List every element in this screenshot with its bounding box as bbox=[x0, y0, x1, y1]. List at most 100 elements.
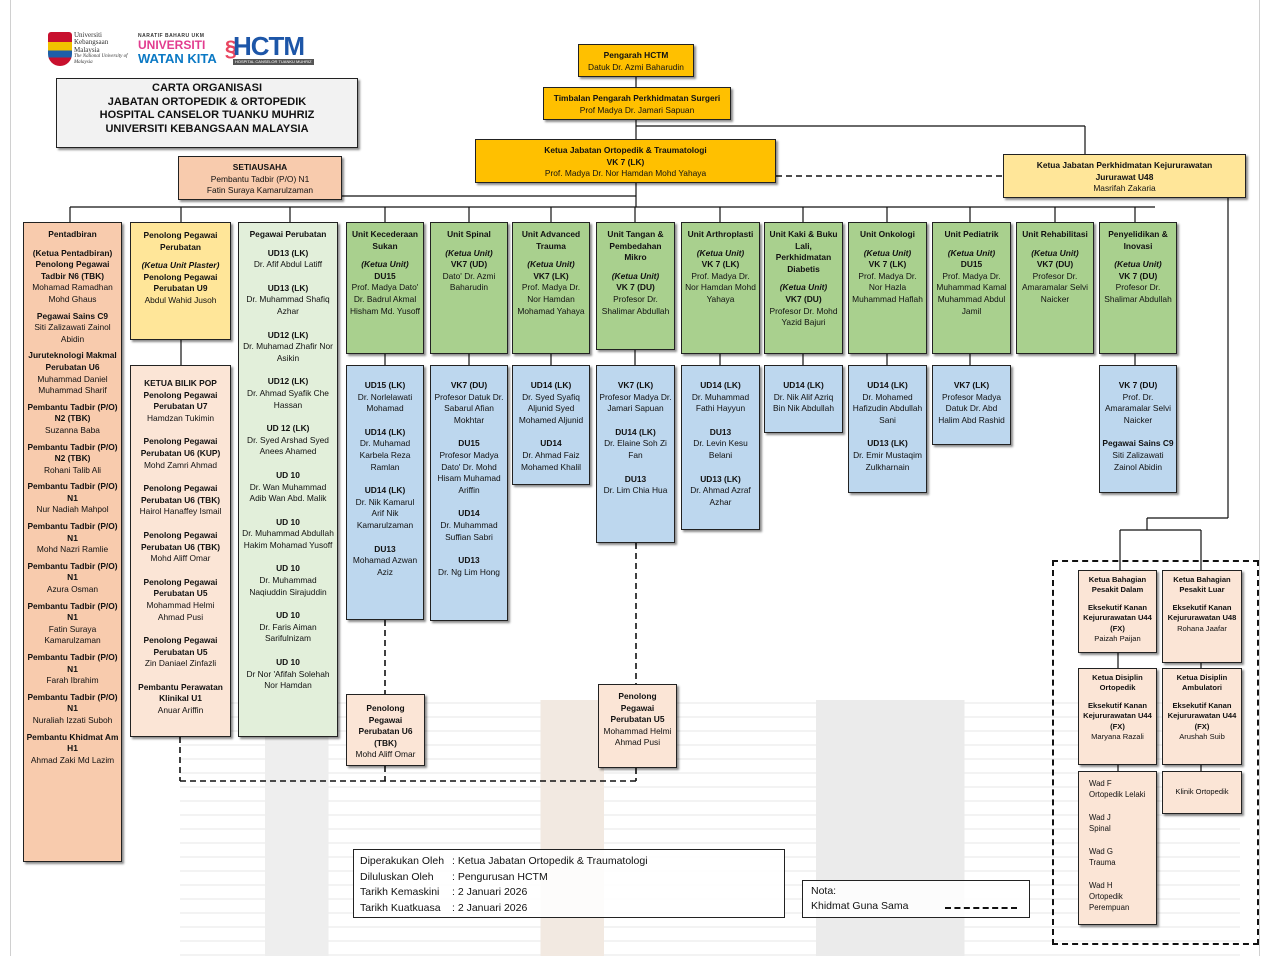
list-entry: UD 12 (LK)Dr. Syed Arshad Syed Anees Aha… bbox=[241, 423, 335, 458]
unit-head-grade: DU15 bbox=[960, 259, 983, 270]
dashed-line-legend-icon bbox=[945, 907, 1017, 909]
disiplin-ortopedik-name: Maryana Razali bbox=[1091, 732, 1144, 742]
entry-role: Pembantu Tadbir (P/O) N1 bbox=[27, 652, 118, 674]
entry-name: Dr. Muhammad Abdullah Hakim Mohamad Yuso… bbox=[242, 528, 334, 550]
entry-role: UD14 (LK) bbox=[364, 485, 406, 496]
footer-row: Tarikh Kuatkuasa: 2 Januari 2026 bbox=[360, 901, 778, 917]
list-entry: UD14 (LK)Dr. Nik Kamarul Arif Nik Kamaru… bbox=[349, 485, 421, 531]
entry-role: UD13 (LK) bbox=[267, 247, 309, 258]
unit-box: Unit Rehabilitasi(Ketua Unit)VK7 (DU)Pro… bbox=[1016, 222, 1094, 354]
unit-head-grade: VK 7 (DU) bbox=[1118, 270, 1158, 281]
pesakit-dalam-name: Paizah Paijan bbox=[1094, 634, 1141, 644]
approval-footer: Diperakukan Oleh: Ketua Jabatan Ortopedi… bbox=[353, 849, 785, 918]
unit-name: Unit Kaki & Buku Lali, Perkhidmatan Diab… bbox=[769, 229, 838, 274]
footer-key: Tarikh Kuatkuasa bbox=[360, 901, 441, 914]
unit-head-grade: VK7 (DU) bbox=[785, 293, 822, 304]
entry-role: UD13 (LK) bbox=[867, 438, 908, 449]
ukm-crest-icon bbox=[48, 32, 72, 66]
bilik-pop-list: KETUA BILIK POP Penolong Pegawai Perubat… bbox=[133, 378, 228, 717]
list-entry: KETUA BILIK POP Penolong Pegawai Perubat… bbox=[133, 378, 228, 424]
shared-service-role: Penolong Pegawai Perubatan U5 bbox=[610, 691, 665, 725]
entry-name: Profesor Madya Dr. Jamari Sapuan bbox=[599, 391, 672, 414]
unit-head-label: (Ketua Unit) bbox=[696, 247, 745, 258]
ukm-logo-line: Universiti bbox=[74, 30, 102, 39]
entry-role: DU13 bbox=[374, 543, 396, 554]
chart-title-line: UNIVERSITI KEBANGSAAN MALAYSIA bbox=[105, 122, 309, 135]
entry-name: Mohamad Azwan Aziz bbox=[352, 555, 418, 577]
unit-name: Unit Onkologi bbox=[860, 229, 915, 239]
setiausaha-title: SETIAUSAHA bbox=[232, 162, 288, 172]
unit-name: Unit Spinal bbox=[447, 229, 491, 239]
ukm-logo-tagline: The National University of Malaysia bbox=[74, 54, 128, 66]
header-logos: Universiti Kebangsaan Malaysia The Natio… bbox=[48, 28, 314, 70]
entry-name: Dr. Ahmad Syafik Che Hassan bbox=[247, 387, 329, 410]
pegawai-perubatan-box: Pegawai Perubatan UD13 (LK)Dr. Afif Abdu… bbox=[238, 222, 338, 737]
unit-members-box: VK 7 (DU)Prof. Dr. Amaramalar Selvi Naic… bbox=[1099, 365, 1177, 493]
kejururawatan-box: Ketua Jabatan Perkhidmatan Kejururawatan… bbox=[1003, 154, 1246, 198]
entry-role: Wad G bbox=[1089, 847, 1113, 856]
entry-name: Farah Ibrahim bbox=[46, 675, 99, 686]
list-entry: UD14 (LK)Dr. Nik Alif Azriq Bin Nik Abdu… bbox=[767, 380, 840, 415]
unit-head-name: Profesor Dr. Amaramalar Selvi Naicker bbox=[1021, 270, 1089, 304]
pengarah-box: Pengarah HCTM Datuk Dr. Azmi Baharudin bbox=[578, 44, 694, 77]
unit-box: Unit Onkologi(Ketua Unit)VK 7 (LK)Prof. … bbox=[848, 222, 927, 354]
klinik-box: Klinik Ortopedik bbox=[1162, 771, 1242, 814]
entry-name: Mohammad Helmi Ahmad Pusi bbox=[146, 599, 215, 622]
entry-role: Pembantu Khidmat Am H1 bbox=[26, 731, 119, 754]
entry-role: VK7 (LK) bbox=[953, 380, 990, 390]
unit-box: Unit Advanced Trauma(Ketua Unit)VK7 (LK)… bbox=[512, 222, 590, 354]
ppp-subtitle: (Ketua Unit Plaster) bbox=[141, 260, 220, 271]
unit-members-box: UD14 (LK)Dr. Syed Syafiq Aljunid Syed Mo… bbox=[512, 365, 590, 485]
entry-name: Dr. Lim Chia Hua bbox=[603, 485, 668, 496]
timbalan-title: Timbalan Pengarah Perkhidmatan Surgeri bbox=[553, 93, 721, 103]
ketua-jabatan-box: Ketua Jabatan Ortopedik & Traumatologi V… bbox=[475, 139, 776, 183]
unit-name: Unit Tangan & Pembedahan Mikro bbox=[607, 229, 664, 263]
footer-key: Diluluskan Oleh bbox=[360, 870, 434, 883]
unit-head-name: Prof. Madya Dato' Dr. Badrul Akmal Hisha… bbox=[350, 282, 420, 316]
entry-name: Dr. Wan Muhammad Adib Wan Abd. Malik bbox=[249, 481, 327, 504]
chart-title-line: CARTA ORGANISASI bbox=[152, 82, 262, 94]
entry-name: Dr. Muhammad Fathi Hayyun bbox=[691, 391, 750, 414]
entry-role: Pembantu Tadbir (P/O) N1 bbox=[27, 481, 118, 503]
ppp-title: Penolong Pegawai Perubatan bbox=[143, 230, 218, 252]
unit-members-box: UD14 (LK)Dr. Nik Alif Azriq Bin Nik Abdu… bbox=[764, 365, 843, 433]
entry-role: Pembantu Tadbir (P/O) N1 bbox=[27, 521, 118, 543]
watan-kita-line1: UNIVERSITI bbox=[138, 38, 206, 52]
entry-name: Siti Zalizawati Zainol Abidin bbox=[1112, 449, 1164, 472]
unit-head-name: Profesor Dr. Mohd Yazid Bajuri bbox=[769, 305, 838, 328]
entry-name: Dr. Mohamed Hafizudin Abdullah Sani bbox=[852, 391, 923, 425]
unit-head-grade: VK7 (DU) bbox=[1036, 259, 1074, 270]
timbalan-box: Timbalan Pengarah Perkhidmatan Surgeri P… bbox=[543, 87, 731, 120]
list-entry: Pembantu Tadbir (P/O) N2 (TBK)Rohani Tal… bbox=[26, 442, 119, 477]
chart-title-line: JABATAN ORTOPEDIK & ORTOPEDIK bbox=[107, 95, 307, 108]
entry-name: Suzanna Baba bbox=[45, 424, 100, 435]
entry-name: Dr. Muhammad Suffian Sabri bbox=[440, 519, 498, 542]
entry-name: Dr. Muhamad Zhafir Nor Asikin bbox=[243, 341, 333, 363]
shared-service-name: Mohd Aliff Omar bbox=[355, 749, 416, 760]
shared-service-box: Penolong Pegawai Perubatan U6 (TBK) Mohd… bbox=[346, 694, 425, 766]
ukm-logo: Universiti Kebangsaan Malaysia The Natio… bbox=[48, 30, 130, 67]
entry-name: Nur Nadiah Mahpol bbox=[36, 504, 109, 515]
unit-box: Unit Kaki & Buku Lali, Perkhidmatan Diab… bbox=[764, 222, 843, 354]
setiausaha-grade: Pembantu Tadbir (P/O) N1 bbox=[210, 173, 310, 184]
entry-role: UD 10 bbox=[276, 469, 300, 480]
hctm-subtitle: HOSPITAL CANSELOR TUANKU MUHRIZ bbox=[232, 59, 314, 65]
nursing-dashed-group bbox=[1052, 560, 1259, 945]
entry-role: UD14 bbox=[458, 508, 480, 519]
entry-role: Wad J bbox=[1089, 813, 1111, 822]
unit-head-grade: VK7 (UD) bbox=[450, 259, 488, 270]
pesakit-dalam-box: Ketua Bahagian Pesakit Dalam Eksekutif K… bbox=[1078, 570, 1157, 653]
